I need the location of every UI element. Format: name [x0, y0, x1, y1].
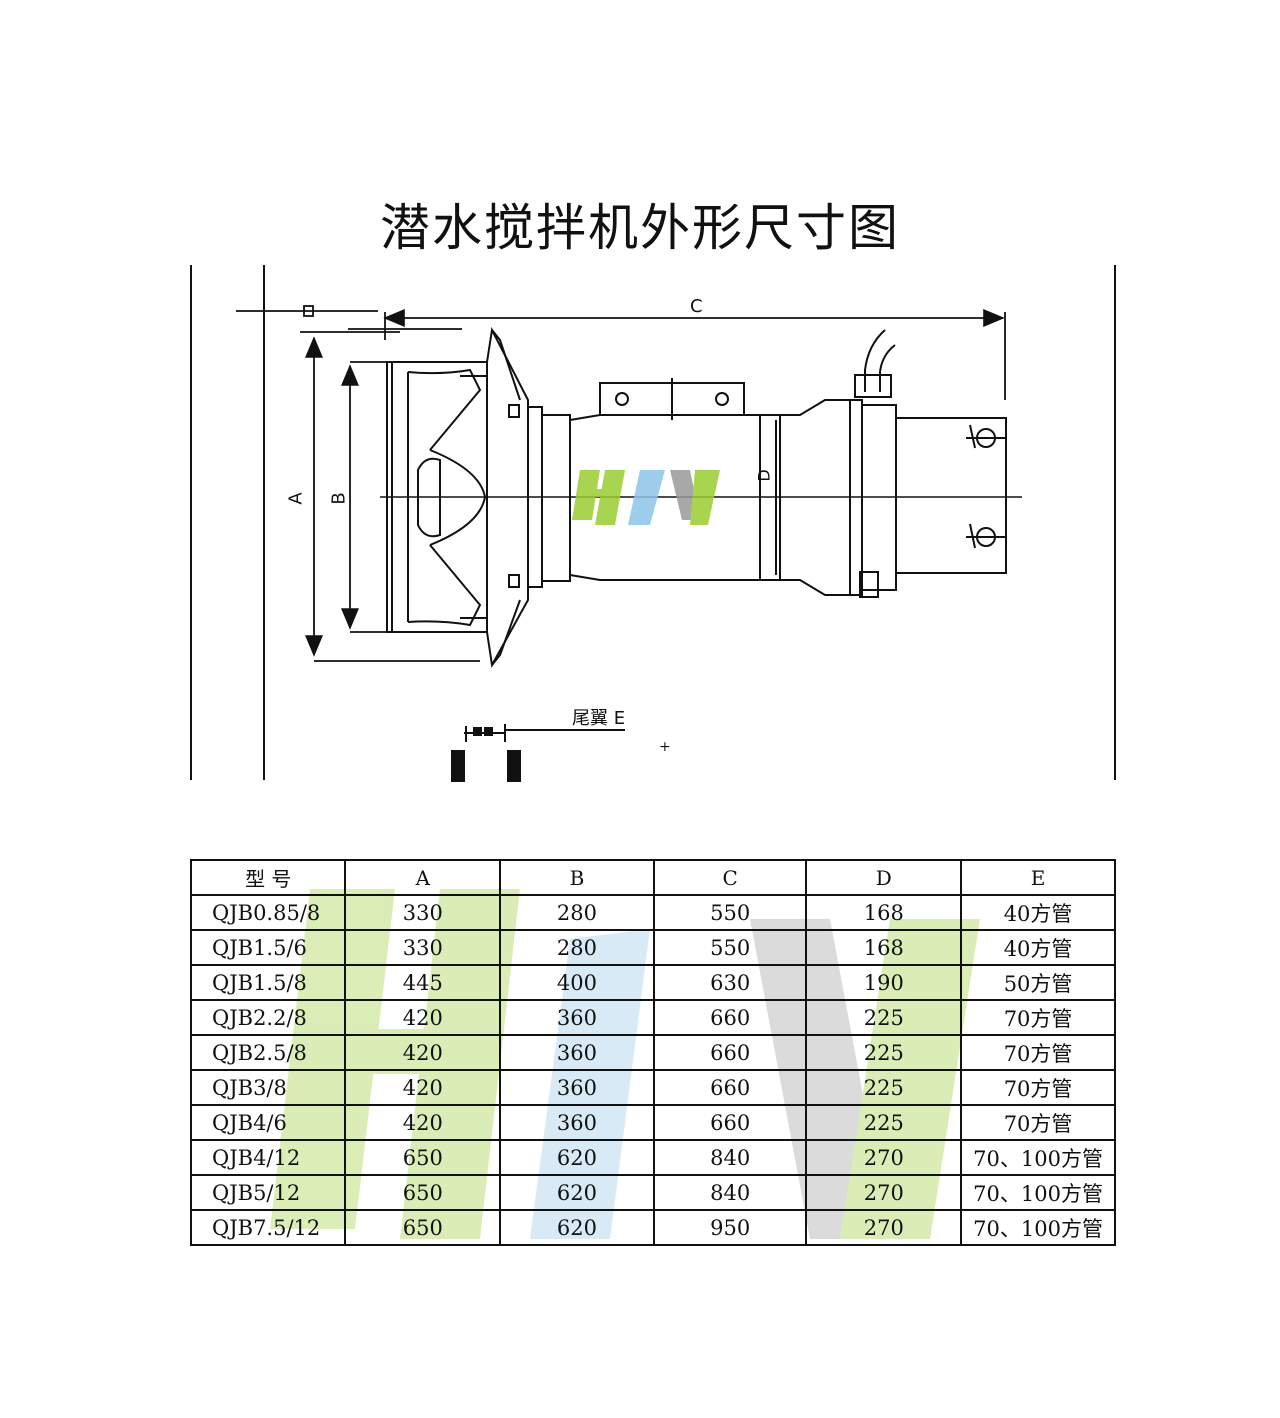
cell-e: 70方管: [960, 999, 1116, 1036]
cell-a: 650: [344, 1174, 502, 1211]
cell-c: 660: [652, 999, 808, 1036]
cell-a: 420: [344, 1069, 502, 1106]
cell-model: QJB2.5/8: [189, 1034, 347, 1071]
table-row: QJB5/12 650 620 840 270 70、100方管: [189, 1174, 1116, 1211]
cell-d: 270: [805, 1209, 963, 1246]
cell-d: 225: [805, 1104, 963, 1141]
cell-a: 445: [344, 964, 502, 1001]
cell-b: 620: [499, 1139, 655, 1176]
table-header-row: 型 号 A B C D E: [189, 859, 1116, 896]
small-plus-mark: +: [659, 739, 671, 755]
table-row: QJB2.2/8 420 360 660 225 70方管: [189, 999, 1116, 1036]
cell-e: 70方管: [960, 1034, 1116, 1071]
cell-d: 270: [805, 1174, 963, 1211]
cell-a: 330: [344, 929, 502, 966]
frame-lines: [190, 265, 1116, 780]
dim-label-c: C: [690, 296, 703, 317]
table-row: QJB1.5/8 445 400 630 190 50方管: [189, 964, 1116, 1001]
cell-model: QJB2.2/8: [189, 999, 347, 1036]
cell-d: 168: [805, 894, 963, 931]
cell-model: QJB1.5/8: [189, 964, 347, 1001]
header-model: 型 号: [189, 859, 347, 896]
mixer-dimension-drawing: +: [190, 265, 1116, 782]
cell-c: 660: [652, 1069, 808, 1106]
cell-a: 420: [344, 1034, 502, 1071]
cell-b: 360: [499, 999, 655, 1036]
cable-gland: [854, 329, 896, 398]
cell-b: 620: [499, 1209, 655, 1246]
cell-d: 225: [805, 1069, 963, 1106]
cell-d: 190: [805, 964, 963, 1001]
cell-model: QJB0.85/8: [189, 894, 347, 931]
cell-e: 70、100方管: [960, 1209, 1116, 1246]
table-row: QJB4/12 650 620 840 270 70、100方管: [189, 1139, 1116, 1176]
header-c: C: [652, 859, 808, 896]
header-b: B: [499, 859, 655, 896]
drawing-title: 潜水搅拌机外形尺寸图: [380, 199, 900, 257]
cell-a: 650: [344, 1209, 502, 1246]
cell-b: 620: [499, 1174, 655, 1211]
cell-model: QJB1.5/6: [189, 929, 347, 966]
cell-a: 420: [344, 999, 502, 1036]
cell-model: QJB4/6: [189, 1104, 347, 1141]
table-row: QJB7.5/12 650 620 950 270 70、100方管: [189, 1209, 1116, 1246]
cell-d: 225: [805, 1034, 963, 1071]
cell-b: 400: [499, 964, 655, 1001]
cell-c: 840: [652, 1139, 808, 1176]
cell-a: 330: [344, 894, 502, 931]
dim-label-d: D: [754, 469, 774, 482]
spec-table-container: 型 号 A B C D E QJB0.85/8 330 280 550 168 …: [189, 859, 1116, 1262]
header-d: D: [805, 859, 963, 896]
cell-c: 950: [652, 1209, 808, 1246]
cell-c: 550: [652, 894, 808, 931]
tail-fin-label: 尾翼 E: [572, 708, 626, 729]
table-row: QJB0.85/8 330 280 550 168 40方管: [189, 894, 1116, 931]
cell-d: 270: [805, 1139, 963, 1176]
tail-fin-detail: [451, 724, 625, 782]
cell-b: 280: [499, 929, 655, 966]
header-e: E: [960, 859, 1116, 896]
cell-model: QJB7.5/12: [189, 1209, 347, 1246]
cell-b: 280: [499, 894, 655, 931]
mount-brackets: [859, 424, 1006, 598]
cell-b: 360: [499, 1104, 655, 1141]
cell-model: QJB4/12: [189, 1139, 347, 1176]
cell-e: 70方管: [960, 1069, 1116, 1106]
cell-e: 70、100方管: [960, 1139, 1116, 1176]
cell-e: 70方管: [960, 1104, 1116, 1141]
cell-a: 420: [344, 1104, 502, 1141]
cell-b: 360: [499, 1034, 655, 1071]
cell-c: 840: [652, 1174, 808, 1211]
table-row: QJB4/6 420 360 660 225 70方管: [189, 1104, 1116, 1141]
dim-label-b: B: [328, 492, 350, 505]
cell-e: 70、100方管: [960, 1174, 1116, 1211]
header-a: A: [344, 859, 502, 896]
spec-table: 型 号 A B C D E QJB0.85/8 330 280 550 168 …: [189, 859, 1116, 1246]
table-row: QJB3/8 420 360 660 225 70方管: [189, 1069, 1116, 1106]
logo-watermark-drawing: [572, 470, 720, 525]
cell-e: 40方管: [960, 894, 1116, 931]
cell-a: 650: [344, 1139, 502, 1176]
dimension-lines: [236, 305, 1006, 662]
motor-body: [527, 378, 1007, 596]
cell-c: 660: [652, 1104, 808, 1141]
cell-model: QJB3/8: [189, 1069, 347, 1106]
cell-d: 225: [805, 999, 963, 1036]
cell-d: 168: [805, 929, 963, 966]
table-row: QJB2.5/8 420 360 660 225 70方管: [189, 1034, 1116, 1071]
cell-model: QJB5/12: [189, 1174, 347, 1211]
cell-e: 40方管: [960, 929, 1116, 966]
cell-e: 50方管: [960, 964, 1116, 1001]
table-row: QJB1.5/6 330 280 550 168 40方管: [189, 929, 1116, 966]
cell-c: 660: [652, 1034, 808, 1071]
cell-b: 360: [499, 1069, 655, 1106]
cell-c: 550: [652, 929, 808, 966]
dim-label-a: A: [285, 492, 307, 505]
cell-c: 630: [652, 964, 808, 1001]
